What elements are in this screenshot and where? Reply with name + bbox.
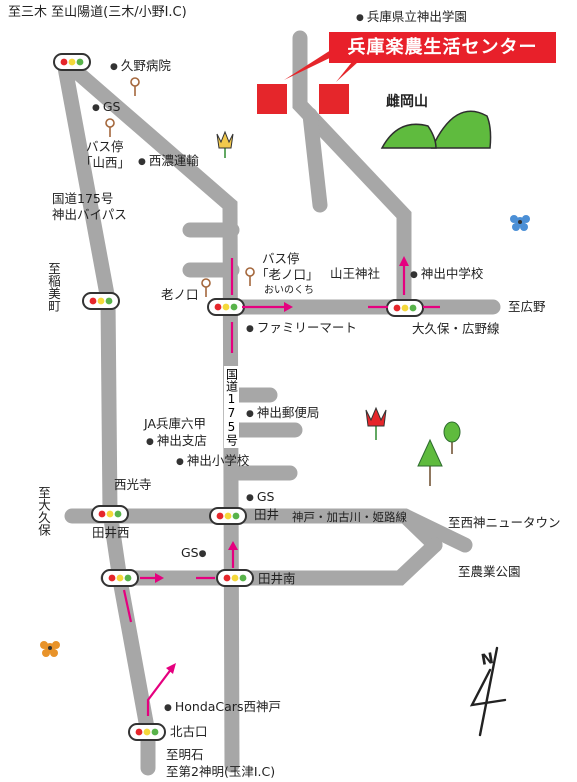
center-marker-right [319, 84, 349, 114]
label-tainan: 田井南 [258, 571, 296, 586]
label-family-mart: ファミリーマート [246, 321, 357, 336]
road-sanno [302, 107, 328, 213]
center-marker-left [257, 84, 287, 114]
label-route175-2: 神出バイパス [52, 207, 127, 222]
label-kande-elementary: 神出小学校 [176, 454, 250, 469]
flower-yellow-top [216, 130, 234, 158]
label-gs-top: GS [92, 100, 121, 115]
label-to-okubo: 至大久保 [36, 486, 51, 536]
signal-tainan-west [101, 569, 139, 587]
compass-n-label: N [479, 649, 496, 669]
location-pins [105, 77, 255, 297]
mount-ogaoka-hills [380, 110, 492, 149]
label-bus-yamanishi-2: 「山西」 [80, 155, 131, 170]
banner-pointer-left [284, 48, 338, 80]
label-to-nogyo-park: 至農業公園 [458, 564, 521, 579]
label-bus-yamanishi-1: バス停 [86, 139, 124, 154]
signal-okubo-hirono [386, 299, 424, 317]
label-kuno-hospital: 久野病院 [110, 59, 171, 74]
signal-tainishi [91, 505, 129, 523]
label-bottom-dest-2: 至第2神明(玉津I.C) [166, 764, 276, 779]
label-tainishi: 田井西 [92, 525, 130, 540]
label-ja-2: 神出支店 [146, 434, 207, 449]
label-route175-1: 国道175号 [52, 191, 114, 206]
signal-kitakoguchi [128, 723, 166, 741]
banner-pointer-right [336, 62, 358, 82]
label-kande-post: 神出郵便局 [246, 406, 320, 421]
label-kande-junior-high: 神出中学校 [410, 267, 484, 282]
label-gs-mid: GS [246, 490, 275, 505]
label-okubo-hirono-line: 大久保・広野線 [412, 321, 500, 336]
compass-icon [469, 646, 507, 737]
label-kitakoguchi: 北古口 [170, 724, 208, 739]
pin-kuno [130, 77, 140, 96]
label-kobe-kakogawa-line: 神戸・加古川・姫路線 [292, 510, 407, 524]
flower-blue [510, 215, 530, 231]
label-to-nishikamishin: 至西神ニュータウン [448, 515, 561, 530]
label-to-hirono: 至広野 [508, 299, 546, 314]
signal-inami [82, 292, 120, 310]
tree-1 [443, 421, 461, 454]
arrow-tainan-west-down [122, 589, 133, 623]
label-tai: 田井 [254, 507, 280, 522]
label-bottom-dest-1: 至明石 [166, 747, 204, 762]
label-sanno-shrine: 山王神社 [330, 266, 381, 281]
label-ja-1: JA兵庫六甲 [144, 416, 207, 431]
label-to-inami: 至稲美町 [46, 262, 61, 312]
label-bus-oinokuchi-1: バス停 [262, 251, 300, 266]
flower-red [365, 406, 387, 440]
signal-oinokuchi [207, 298, 245, 316]
route-arrows [122, 256, 440, 716]
signal-tainan [216, 569, 254, 587]
label-bus-oinokuchi-2: 「老ノ口」 [256, 267, 319, 282]
flower-orange [40, 641, 60, 657]
label-mount-ogaoka: 雌岡山 [386, 94, 428, 110]
label-route175-vertical: 国道175号 [224, 366, 239, 448]
signal-top-left [53, 53, 91, 71]
tree-2 [417, 438, 443, 486]
label-hyogo-school: 兵庫県立神出学園 [356, 10, 467, 25]
label-gs-low: GS [181, 546, 209, 561]
label-nishino-unyu: 西濃運輸 [138, 154, 199, 169]
label-honda-cars: HondaCars西神戸 [164, 700, 281, 715]
pin-oinokuchi-west [201, 278, 211, 297]
pin-oinokuchi-bus [245, 267, 255, 286]
pin-bus-yamanishi [105, 118, 115, 137]
label-bus-oinokuchi-reading: おいのくち [264, 285, 314, 296]
label-saikoji: 西光寺 [114, 477, 152, 492]
signal-tai [209, 507, 247, 525]
center-title-banner: 兵庫楽農生活センター [329, 32, 556, 63]
label-top-left-dest: 至三木 至山陽道(三木/小野I.C) [8, 5, 187, 20]
arrow-kitakoguchi [146, 667, 173, 716]
label-oinokuchi: 老ノ口 [161, 287, 199, 302]
